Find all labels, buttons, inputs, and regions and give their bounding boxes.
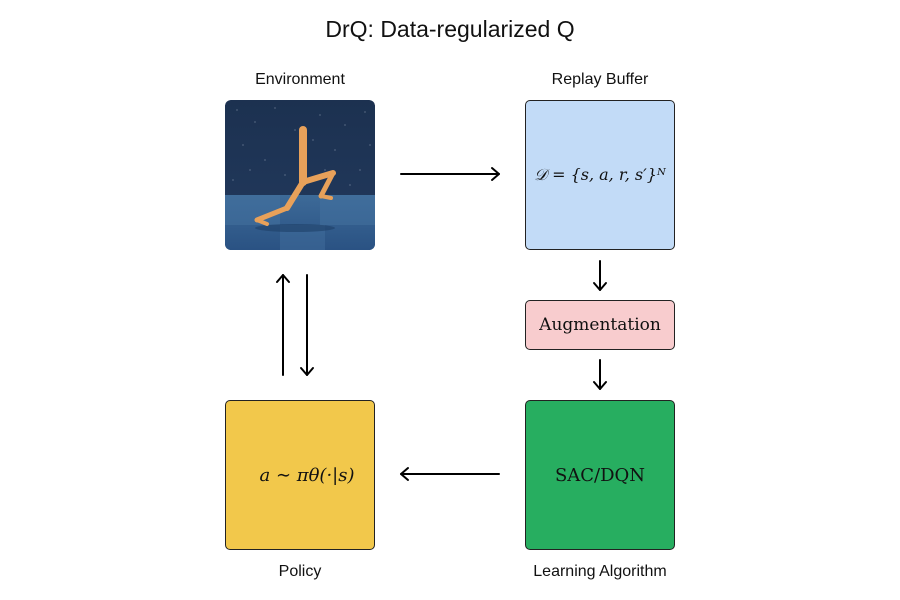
augmentation-text: Augmentation	[539, 315, 661, 335]
arrow-down-icon	[593, 359, 607, 390]
replay-buffer-formula: 𝒟 = {s, a, r, s′}ᴺ	[534, 165, 666, 184]
environment-image	[225, 100, 375, 250]
learning-algorithm-text: SAC/DQN	[554, 464, 646, 486]
policy-formula: a ∼ πθ(·|s)	[259, 464, 355, 486]
diagram-title: DrQ: Data-regularized Q	[325, 16, 575, 42]
augmentation-node: Augmentation	[525, 300, 675, 350]
replay-buffer-label: Replay Buffer	[551, 71, 649, 88]
replay-buffer-node: 𝒟 = {s, a, r, s′}ᴺ	[525, 100, 675, 250]
arrow-right-icon	[400, 167, 500, 181]
arrow-down-icon	[593, 260, 607, 291]
arrow-up-icon	[276, 274, 290, 376]
learning-algorithm-node: SAC/DQN	[525, 400, 675, 550]
policy-label: Policy	[278, 563, 322, 580]
environment-label: Environment	[255, 71, 345, 88]
arrow-left-icon	[400, 467, 500, 481]
policy-node: a ∼ πθ(·|s)	[225, 400, 375, 550]
environment-node	[225, 100, 375, 250]
arrow-down-icon	[300, 274, 314, 376]
learning-algorithm-label: Learning Algorithm	[533, 563, 667, 580]
